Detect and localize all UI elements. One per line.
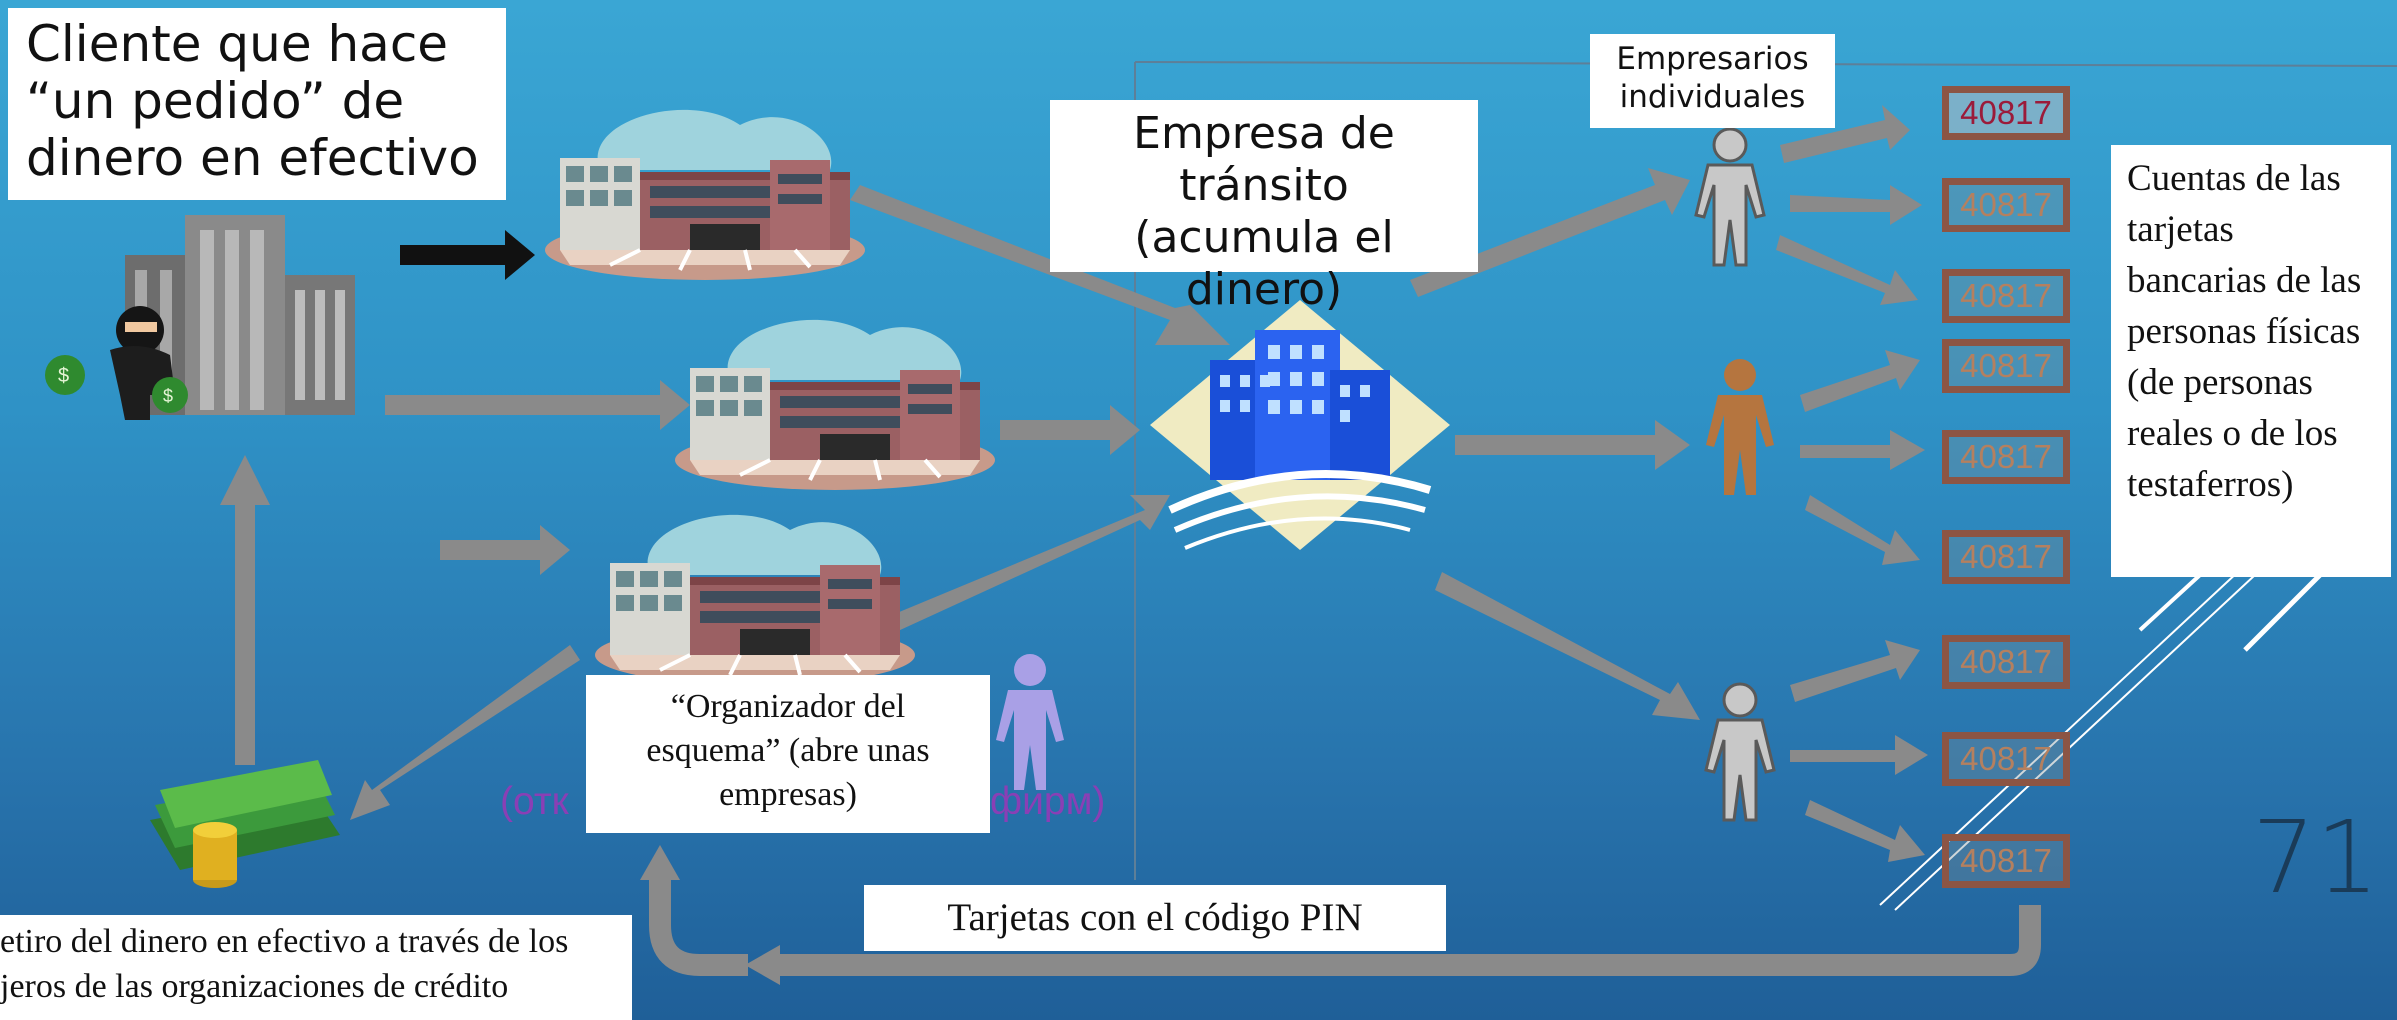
arrow-transit-to-entrepreneur (1410, 168, 1690, 297)
hidden-russian-text: (отк фирм) (500, 780, 1140, 824)
brown-person-icon (1706, 359, 1774, 495)
arrow-cash-to-client (220, 455, 270, 765)
arrow-pin-head (745, 945, 780, 985)
arrow-acc1 (1780, 105, 1910, 163)
gray-arrows (220, 105, 2041, 985)
slide-number: 71 (2252, 799, 2380, 916)
pin-cards-box: Tarjetas con el código PIN (864, 885, 1446, 951)
scheme-organizer-box: “Organizador del esquema” (abre unas emp… (586, 675, 990, 833)
thief-icon: $ $ (45, 306, 188, 420)
account-box-8: 40817 (1942, 732, 2070, 786)
russian-fragment-right: фирм) (990, 780, 1106, 823)
cash-money-icon (150, 760, 340, 888)
svg-text:$: $ (58, 365, 69, 387)
arrow-acc8 (1790, 735, 1928, 775)
account-box-3: 40817 (1942, 269, 2070, 323)
arrow-pin-return (780, 905, 2041, 976)
arrow-transit-to-brown (1455, 420, 1690, 470)
transit-company-icon (1150, 300, 1450, 550)
arrow-bank2-to-transit (1000, 405, 1140, 455)
organizer-person-icon (996, 654, 1064, 790)
bank-building-1 (543, 107, 867, 282)
arrow-acc2 (1790, 185, 1922, 225)
account-box-4: 40817 (1942, 339, 2070, 393)
bank-building-3 (593, 512, 917, 687)
arrow-acc3 (1776, 235, 1918, 305)
account-box-6: 40817 (1942, 530, 2070, 584)
arrow-to-bank3 (440, 525, 570, 575)
cash-withdrawal-box: etiro del dinero en efectivo a través de… (0, 915, 632, 1020)
account-box-1: 40817 (1942, 86, 2070, 140)
black-arrow (400, 230, 535, 280)
arrow-acc6 (1805, 495, 1920, 565)
arrow-to-organizer (649, 880, 748, 976)
account-box-9: 40817 (1942, 834, 2070, 888)
account-box-2: 40817 (1942, 178, 2070, 232)
bank-building-2 (673, 317, 997, 492)
svg-text:$: $ (163, 386, 173, 406)
gray-person-icon (1704, 682, 1776, 822)
transit-company-box: Empresa de tránsito (acumula el dinero) (1050, 100, 1478, 315)
entrepreneurs-box: Empresarios individuales (1590, 34, 1835, 128)
account-box-5: 40817 (1942, 430, 2070, 484)
account-box-7: 40817 (1942, 635, 2070, 689)
russian-fragment-left: (отк (500, 780, 569, 823)
arrow-bank3-to-transit (880, 495, 1170, 637)
arrow-client-to-bank2 (385, 380, 690, 430)
arrow-acc5 (1800, 430, 1925, 470)
client-order-box: Cliente que hace “un pedido” de dinero e… (8, 8, 506, 200)
bank-card-accounts-box: Cuentas de las tarjetas bancarias de las… (2111, 145, 2391, 577)
arrow-acc4 (1800, 350, 1920, 412)
arrow-organizer-to-cash (350, 645, 580, 820)
arrow-organizer-head (640, 845, 680, 880)
arrow-bank1-to-transit (850, 185, 1230, 345)
entrepreneur-person-icon (1694, 127, 1766, 267)
arrow-acc7 (1790, 640, 1920, 702)
arrow-transit-to-gray2 (1435, 572, 1700, 720)
arrow-acc9 (1805, 800, 1925, 862)
